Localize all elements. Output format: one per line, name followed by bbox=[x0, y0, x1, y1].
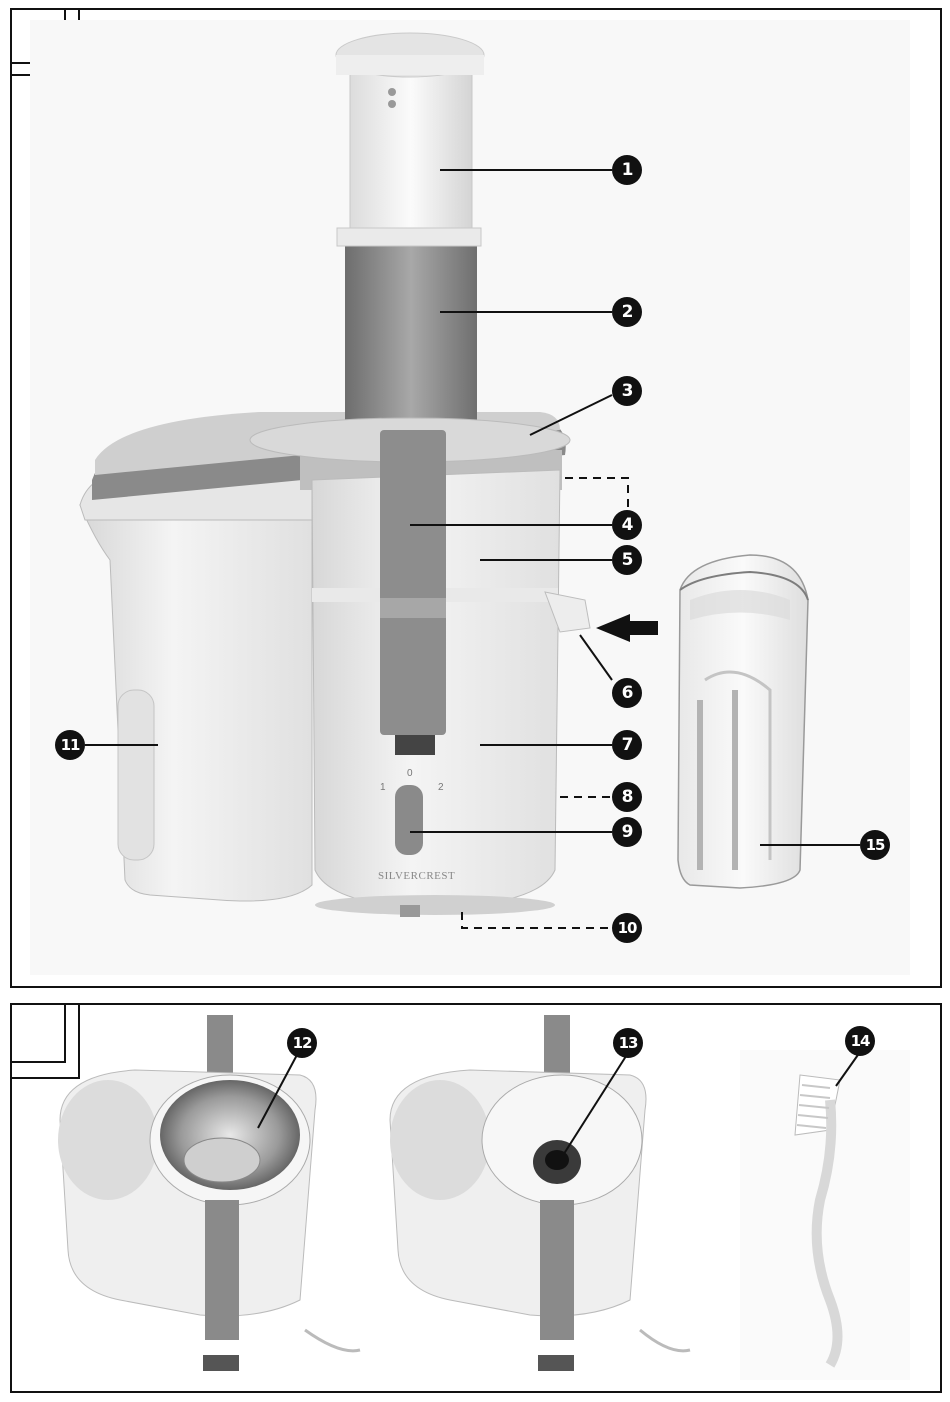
callout-12: 12 bbox=[287, 1028, 317, 1058]
callout-14: 14 bbox=[845, 1026, 875, 1056]
cleaning-brush bbox=[740, 1050, 910, 1380]
view-with-drive bbox=[390, 1015, 690, 1371]
callout-13: 13 bbox=[613, 1028, 643, 1058]
view-with-sieve bbox=[58, 1015, 360, 1371]
